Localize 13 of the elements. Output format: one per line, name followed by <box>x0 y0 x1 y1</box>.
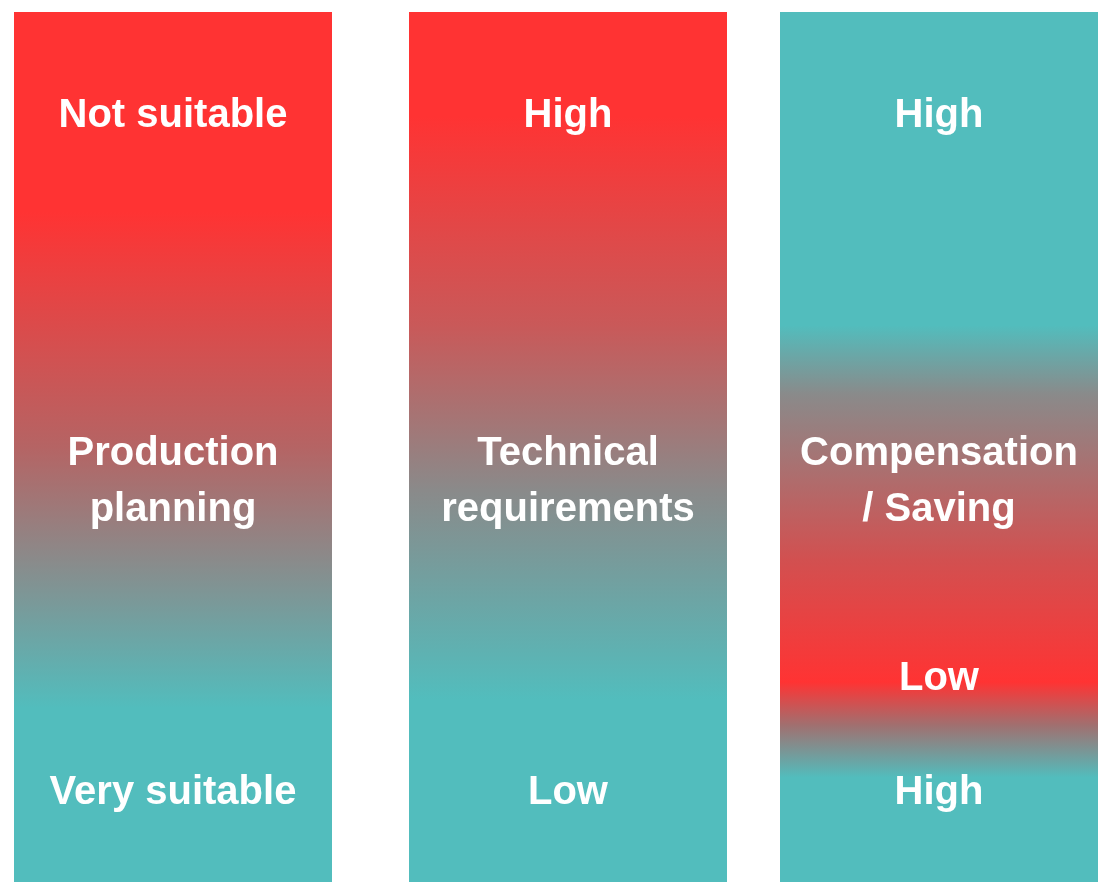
bar-label: Low <box>899 653 979 700</box>
bar-label: Technical requirements <box>440 428 696 531</box>
gradient-bar <box>409 12 727 882</box>
bar-label: High <box>523 90 613 137</box>
bar-label: High <box>894 90 984 137</box>
bar-label: Very suitable <box>49 767 297 814</box>
bar-label: Compensation / Saving <box>799 428 1079 531</box>
gradient-bar <box>780 12 1098 882</box>
bar-label: Production planning <box>66 428 280 531</box>
bar-label: Low <box>528 767 608 814</box>
bar-label: Not suitable <box>58 90 288 137</box>
bar-label: High <box>894 767 984 814</box>
gradient-bar <box>14 12 332 882</box>
